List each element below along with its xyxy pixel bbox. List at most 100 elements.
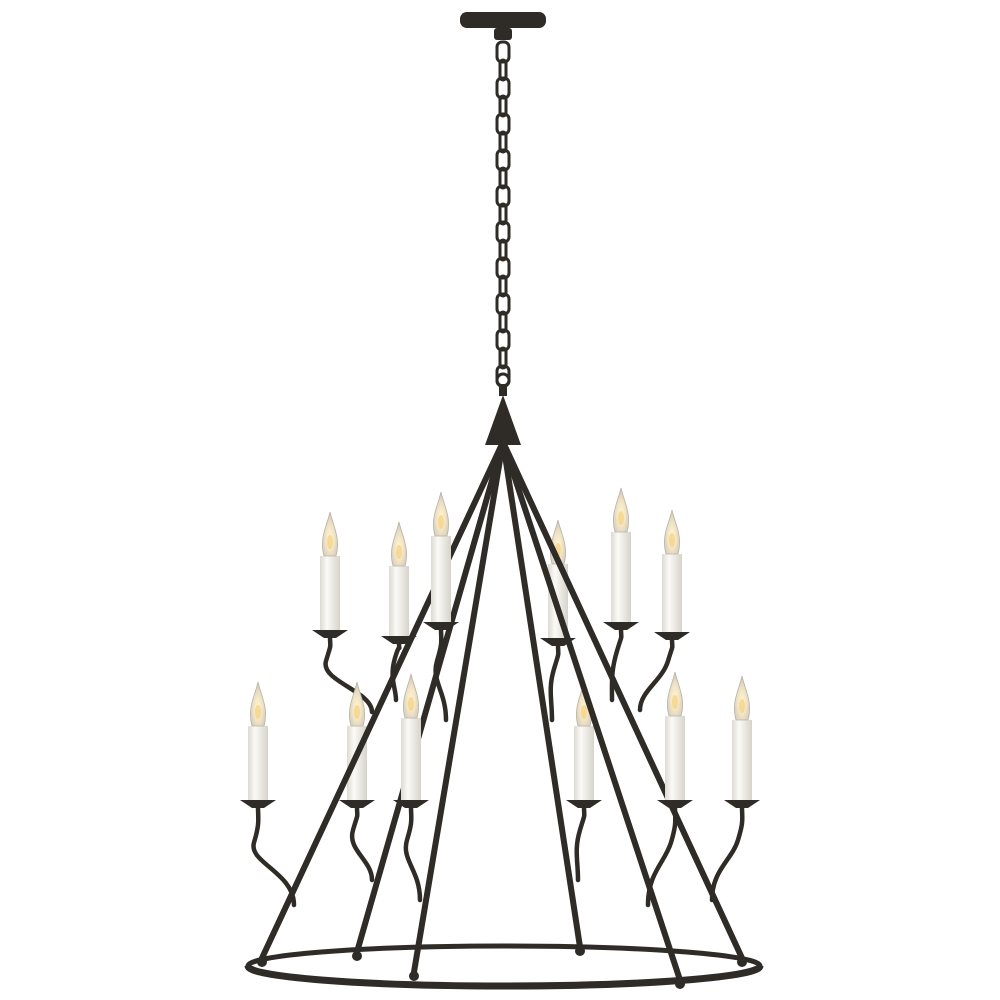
candle-bulb — [403, 673, 419, 719]
chain-link — [495, 184, 511, 208]
candle-arm — [645, 671, 693, 908]
bobeche — [603, 622, 639, 630]
candle-sleeve — [401, 718, 421, 800]
candle-arm — [540, 519, 576, 723]
candle-sleeve — [665, 716, 685, 800]
leg-foot — [257, 957, 267, 967]
candle-bulb — [433, 491, 449, 537]
candle-bulb — [664, 509, 680, 555]
frame-leg — [500, 439, 683, 983]
candle-sleeve — [389, 566, 409, 636]
candle-sleeve — [611, 532, 631, 622]
candle-arm — [381, 521, 417, 703]
chain-link — [495, 148, 511, 172]
candle-arm — [312, 511, 375, 715]
finial — [499, 384, 507, 396]
bobeche — [657, 800, 693, 808]
frame — [244, 12, 764, 990]
candle-arm — [637, 509, 690, 713]
bulb-filament-glow — [739, 699, 745, 713]
leg-foot — [352, 951, 362, 961]
arm-stem — [574, 803, 587, 883]
candle-arm — [603, 487, 639, 703]
chain-link — [495, 292, 511, 316]
frame-leg — [354, 439, 506, 955]
chain-link — [498, 310, 508, 334]
bobeche — [339, 800, 375, 808]
bulb-filament-glow — [408, 697, 414, 711]
candle-sleeve — [732, 720, 752, 800]
arm-stem — [323, 633, 375, 715]
frame-leg — [500, 439, 583, 950]
ring-back — [245, 943, 763, 967]
arm-stem — [403, 803, 423, 903]
bobeche — [654, 632, 690, 640]
bobeche — [240, 800, 276, 808]
candle-sleeve — [431, 536, 451, 622]
candle-sleeve — [320, 556, 340, 630]
arm-stem — [645, 803, 678, 908]
rear-arms — [245, 509, 763, 967]
arm-stem — [349, 803, 375, 883]
candle-arm — [566, 681, 602, 883]
canopy-loop — [494, 28, 512, 40]
arm-stem — [548, 641, 561, 723]
chain-link — [498, 274, 508, 298]
frame-leg — [259, 439, 506, 961]
bobeche — [423, 622, 459, 630]
chain-link — [495, 256, 511, 280]
bulb-filament-glow — [581, 705, 587, 719]
bulb-filament-glow — [255, 705, 261, 719]
chain-link — [495, 220, 511, 244]
frame-leg — [411, 439, 506, 975]
leg-foot — [737, 957, 747, 967]
leg-foot — [409, 971, 419, 981]
candle-sleeve — [662, 554, 682, 632]
chain-link — [498, 94, 508, 118]
bulb-filament-glow — [396, 545, 402, 559]
chain-link — [498, 346, 508, 370]
candle-bulb — [613, 487, 629, 533]
bulb-filament-glow — [669, 533, 675, 547]
chain-link — [498, 58, 508, 82]
bulb-filament-glow — [354, 705, 360, 719]
arm-stem — [433, 625, 449, 723]
candle-sleeve — [574, 726, 594, 800]
chain-link — [498, 130, 508, 154]
chain-link — [495, 112, 511, 136]
chain-link — [498, 238, 508, 262]
candle-bulb — [667, 671, 683, 717]
bobeche — [312, 630, 348, 638]
chain-link — [498, 166, 508, 190]
chain-link — [495, 76, 511, 100]
arm-stem — [637, 635, 675, 713]
bobeche — [566, 800, 602, 808]
candle-arm — [423, 491, 459, 723]
candle-bulb — [250, 681, 266, 727]
candle-bulb — [391, 521, 407, 567]
candle-bulb — [322, 511, 338, 557]
canopy — [460, 12, 546, 28]
leg-foot — [575, 946, 585, 956]
hub-cone — [485, 395, 521, 445]
front-arms — [240, 487, 760, 908]
bulb-filament-glow — [327, 535, 333, 549]
bulb-filament-glow — [672, 695, 678, 709]
ring-front — [244, 964, 764, 990]
candle-sleeve — [248, 726, 268, 800]
chain-link — [495, 328, 511, 352]
arm-stem — [390, 639, 402, 703]
chain-link — [498, 202, 508, 226]
bulb-filament-glow — [438, 515, 444, 529]
candle-arm — [393, 673, 429, 903]
bobeche — [724, 800, 760, 808]
candle-bulb — [349, 681, 365, 727]
candle-arm — [709, 675, 760, 903]
arm-stem — [251, 803, 297, 908]
arm-stem — [609, 625, 624, 703]
frame-leg — [500, 439, 745, 961]
bulb-filament-glow — [618, 511, 624, 525]
candle-bulb — [734, 675, 750, 721]
bobeche — [393, 800, 429, 808]
